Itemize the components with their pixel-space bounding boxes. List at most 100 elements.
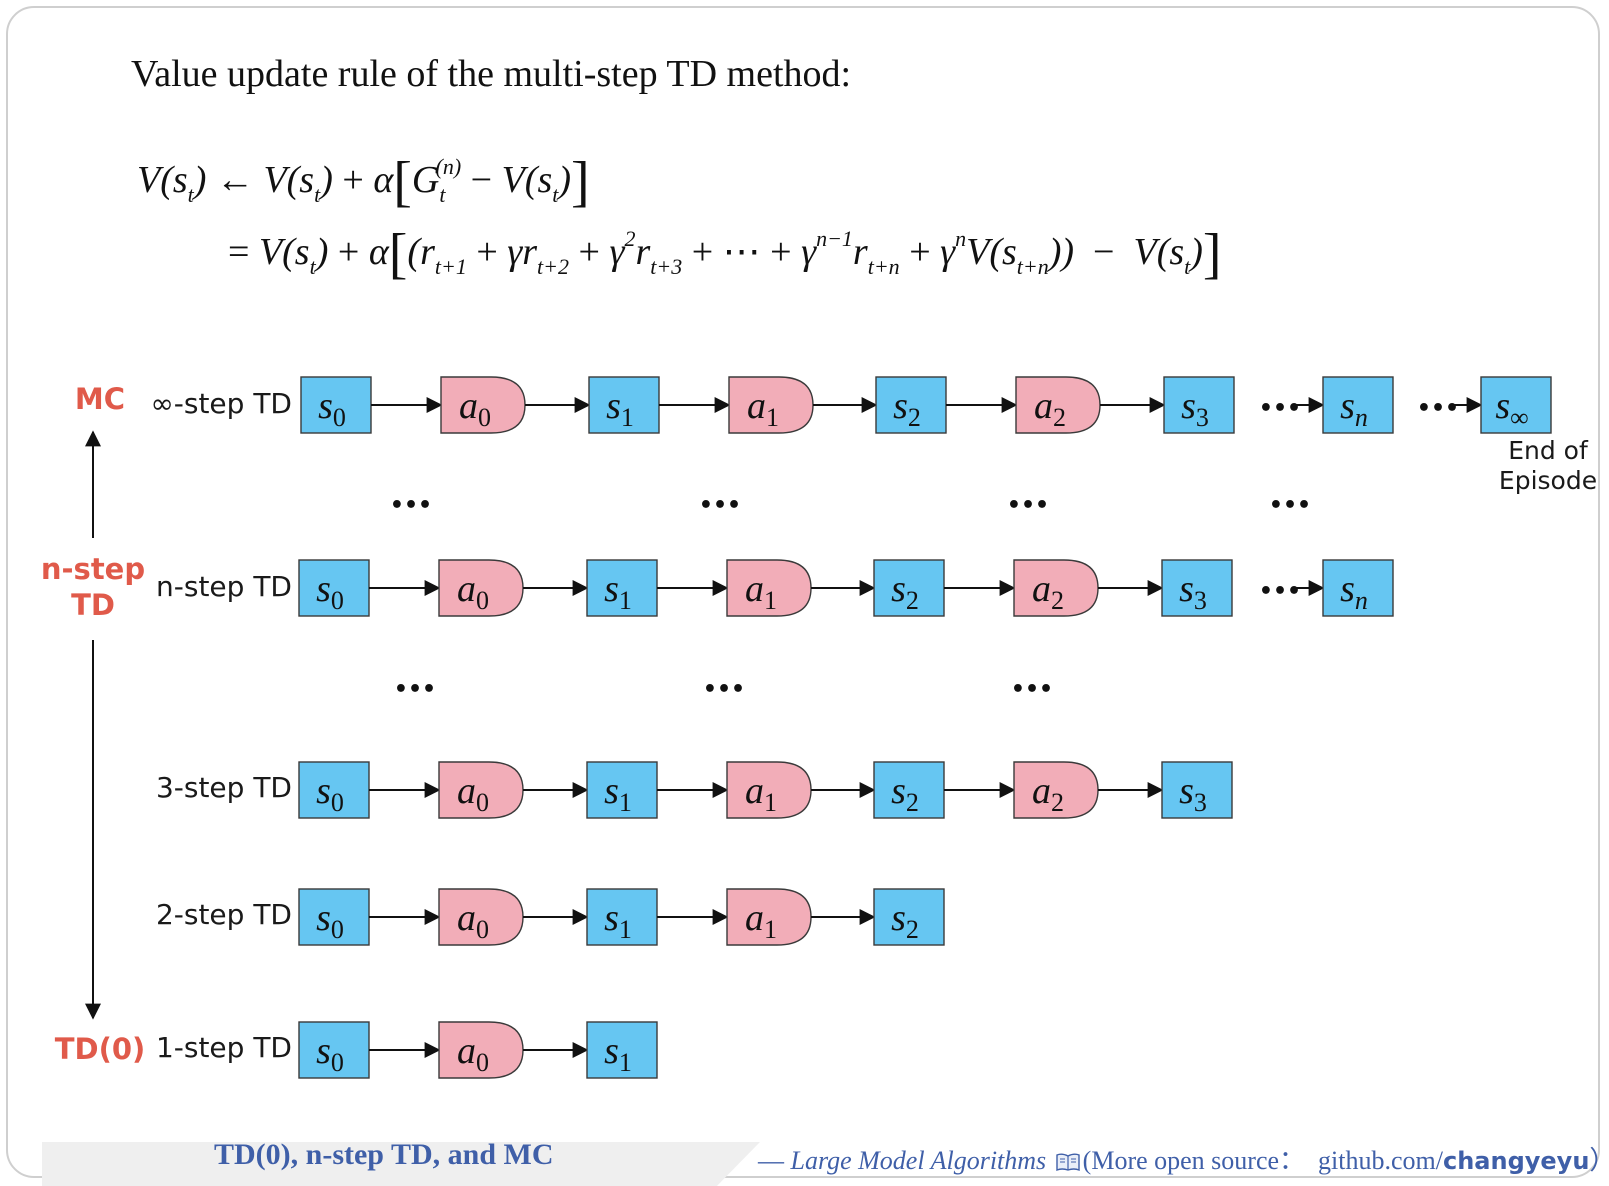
inf-row-state-1-label: s1 [606, 385, 634, 432]
three-row-action-2: a2 [1013, 761, 1099, 819]
row-label-inf-step: ∞-step TD [150, 387, 292, 420]
formula-line-2: = V(st) + α[(rt+1 + γrt+2 + γ2rt+3 + ⋯ +… [228, 223, 1222, 285]
n-row-state-1: s1 [586, 559, 658, 617]
row-label-1-step: 1-step TD [155, 1031, 292, 1064]
n-row-action-2-label: a2 [1032, 568, 1064, 615]
inf-row-state-0: s0 [300, 376, 372, 434]
three-row-state-2-label: s2 [891, 770, 919, 817]
n-row-action-0-label: a0 [457, 568, 489, 615]
three-row-state-3: s3 [1161, 761, 1233, 819]
inf-row-state-3: s3 [1163, 376, 1235, 434]
one-row-state-1-label: s1 [604, 1030, 632, 1077]
footer-site-link[interactable]: github.com/ [1318, 1146, 1443, 1175]
book-icon [1055, 1153, 1080, 1171]
footer-title: TD(0), n-step TD, and MC [214, 1138, 554, 1171]
three-row-state-2: s2 [873, 761, 945, 819]
n-row-state-2-box [873, 559, 945, 617]
three-row-state-3-label: s3 [1179, 770, 1207, 817]
inf-row-action-0-label: a0 [459, 385, 491, 432]
inf-row-state-0-box [300, 376, 372, 434]
n-row-state-2-label: s2 [891, 568, 919, 615]
inf-row-state-0-label: s0 [318, 385, 346, 432]
two-row-state-2-box [873, 888, 945, 946]
n-row-state-3-box [1161, 559, 1233, 617]
inf-row-state-n-box [1322, 376, 1394, 434]
three-row-state-1-label: s1 [604, 770, 632, 817]
inf-row-state-3-box [1163, 376, 1235, 434]
two-row-action-0-label: a0 [457, 897, 489, 944]
n-row-state-3-label: s3 [1179, 568, 1207, 615]
inf-row-action-1: a1 [728, 376, 814, 434]
inf-row-state-inf-box [1480, 376, 1552, 434]
one-row-action-0-label: a0 [457, 1030, 489, 1077]
three-row-state-1: s1 [586, 761, 658, 819]
two-row-state-0-box [298, 888, 370, 946]
gap-dots-upper-0: ••• [390, 493, 432, 518]
row-label-n-step: n-step TD [156, 570, 292, 603]
gap-dots-upper-3: ••• [1269, 493, 1311, 518]
three-row-action-1-label: a1 [745, 770, 777, 817]
n-row-state-0: s0 [298, 559, 370, 617]
end-of-episode-line1: End of [1508, 436, 1588, 465]
two-row-action-1: a1 [726, 888, 812, 946]
gap-dots-lower-2: ••• [1011, 677, 1053, 702]
one-row-state-0-label: s0 [316, 1030, 344, 1077]
three-row-state-0: s0 [298, 761, 370, 819]
row-label-2-step: 2-step TD [155, 898, 292, 931]
inf-row-state-2-label: s2 [893, 385, 921, 432]
n-row-dots: ••• [1259, 579, 1301, 604]
two-row-state-0: s0 [298, 888, 370, 946]
inf-row-state-2-box [875, 376, 947, 434]
three-row-state-3-box [1161, 761, 1233, 819]
footer-band [42, 1142, 760, 1186]
end-of-episode-label: End of Episode [1488, 436, 1608, 496]
gap-dots-lower-0: ••• [394, 677, 436, 702]
footer-more-open-source: (More open source： [1082, 1146, 1306, 1175]
n-row-state-n-box [1322, 559, 1394, 617]
two-row-state-2-label: s2 [891, 897, 919, 944]
inf-row-state-n-label: sn [1340, 385, 1368, 432]
page-title: Value update rule of the multi-step TD m… [131, 53, 852, 95]
two-row-state-1-box [586, 888, 658, 946]
inf-row-action-0: a0 [440, 376, 526, 434]
row-label-3-step: 3-step TD [155, 771, 292, 804]
one-row-state-0: s0 [298, 1021, 370, 1079]
n-row-state-n: sn [1322, 559, 1394, 617]
footer-attribution: — Large Model Algorithms (More open sour… [758, 1140, 1609, 1177]
td0-label: TD(0) [54, 1032, 146, 1066]
footer-close-paren: ） [1589, 1146, 1609, 1175]
inf-row-state-2: s2 [875, 376, 947, 434]
n-row-state-1-label: s1 [604, 568, 632, 615]
n-row-state-0-label: s0 [316, 568, 344, 615]
inf-row-action-2-label: a2 [1034, 385, 1066, 432]
mc-label: MC [74, 382, 126, 416]
nstep-label-line2: TD [71, 588, 115, 622]
three-row-action-2-label: a2 [1032, 770, 1064, 817]
n-row-state-n-label: sn [1340, 568, 1368, 615]
n-row-state-1-box [586, 559, 658, 617]
n-row-state-2: s2 [873, 559, 945, 617]
n-row-state-3: s3 [1161, 559, 1233, 617]
one-row-state-0-box [298, 1021, 370, 1079]
nstep-label-line1: n-step [40, 552, 146, 586]
gap-dots-upper-1: ••• [699, 493, 741, 518]
n-row-action-1-label: a1 [745, 568, 777, 615]
inf-row-state-1-box [588, 376, 660, 434]
inf-row-dots-1: ••• [1259, 396, 1301, 421]
inf-row-dots-2: ••• [1417, 396, 1459, 421]
footer-user-link[interactable]: changyeyu [1442, 1147, 1590, 1175]
formula-line-1: V(st) ← V(st) + α[Gt(n) − V(st)] [137, 151, 590, 213]
n-row-action-1: a1 [726, 559, 812, 617]
two-row-action-0: a0 [438, 888, 524, 946]
n-row-action-2: a2 [1013, 559, 1099, 617]
n-row-action-0: a0 [438, 559, 524, 617]
inf-row-action-1-label: a1 [747, 385, 779, 432]
end-of-episode-line2: Episode [1498, 466, 1598, 495]
inf-row-state-inf-label: s∞ [1495, 385, 1528, 432]
inf-row-state-3-label: s3 [1181, 385, 1209, 432]
one-row-state-1-box [586, 1021, 658, 1079]
inf-row-state-inf: s∞ [1480, 376, 1552, 434]
gap-dots-lower-1: ••• [703, 677, 745, 702]
inf-row-state-1: s1 [588, 376, 660, 434]
